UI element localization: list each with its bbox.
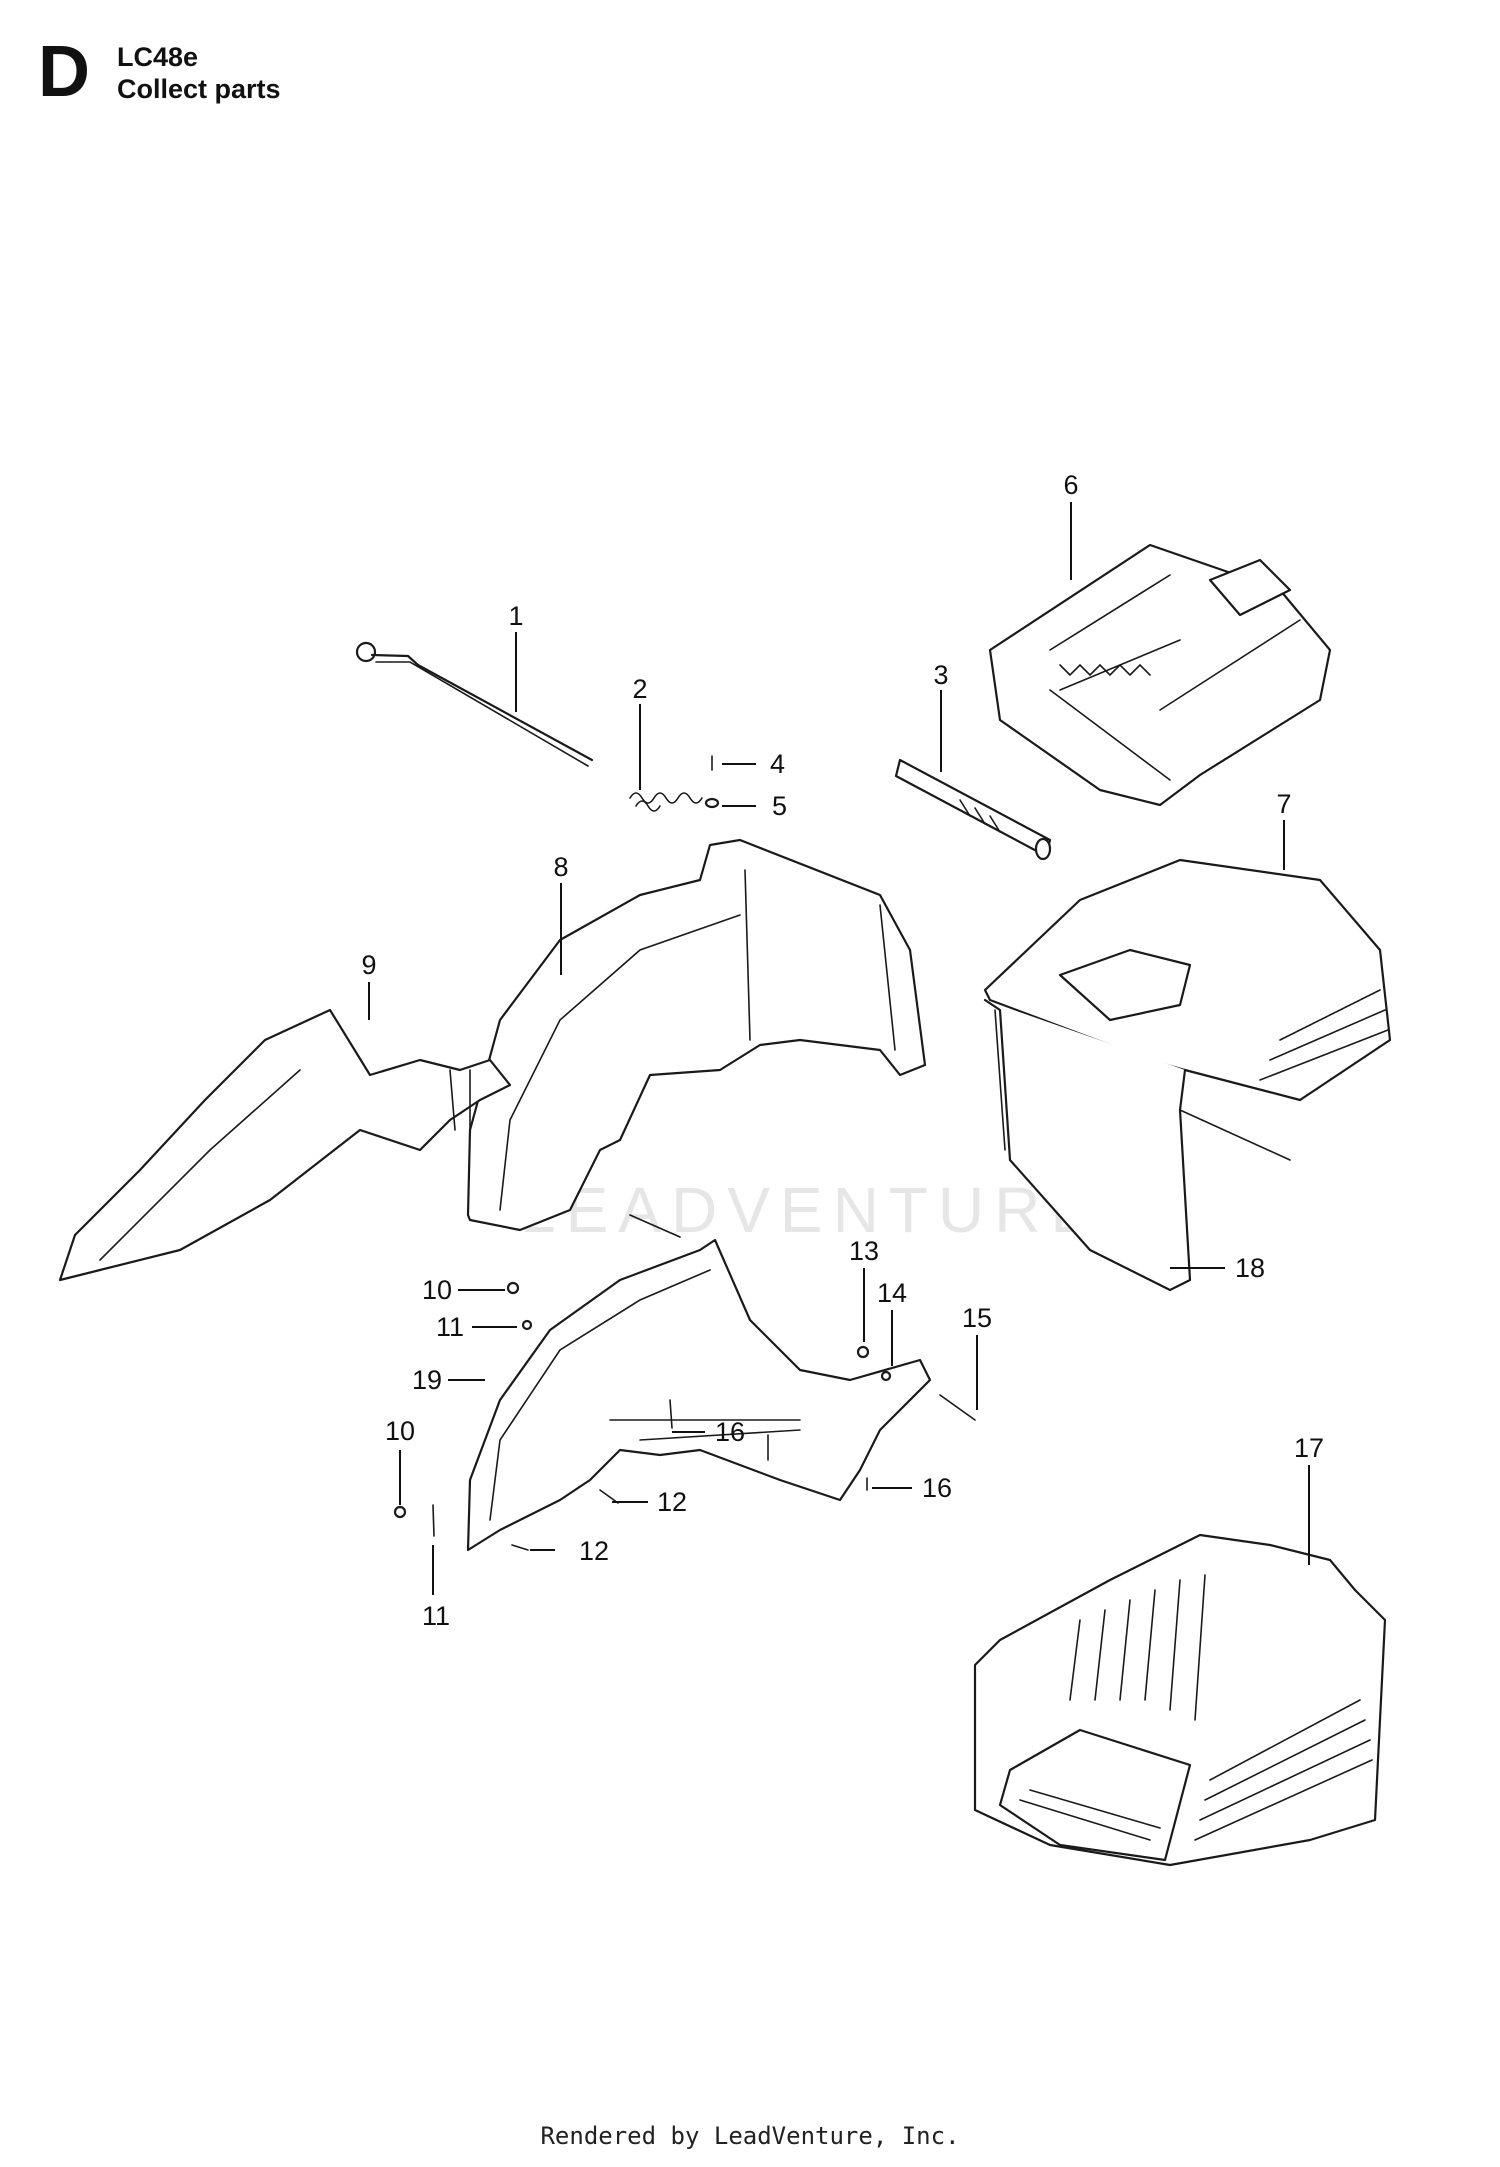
callout-labels: 1 2 3 4 5 6 7 8 9 10 11 19 13 14 15 16 1…: [361, 470, 1324, 1631]
callout-4: 4: [770, 749, 785, 779]
callout-1: 1: [508, 601, 523, 631]
part-17-basket[interactable]: [973, 1533, 1387, 1867]
callout-17: 17: [1294, 1433, 1324, 1463]
callout-14: 14: [877, 1278, 907, 1308]
model-label: LC48e: [117, 42, 199, 72]
part-19-chute-lower[interactable]: [466, 1238, 932, 1552]
part-9-deflector[interactable]: [58, 1008, 512, 1282]
callout-2: 2: [632, 674, 647, 704]
callout-12b: 12: [579, 1536, 609, 1566]
callout-16b: 16: [922, 1473, 952, 1503]
callout-6: 6: [1063, 470, 1078, 500]
callout-5: 5: [772, 791, 787, 821]
callout-13: 13: [849, 1236, 879, 1266]
callout-11b: 11: [422, 1601, 450, 1631]
callout-9: 9: [361, 950, 376, 980]
callout-15: 15: [962, 1303, 992, 1333]
leader-lines: [368, 502, 1310, 1595]
callout-10b: 10: [385, 1416, 415, 1446]
part-1-rod[interactable]: [355, 641, 594, 767]
callout-3: 3: [933, 660, 948, 690]
callout-18: 18: [1235, 1253, 1265, 1283]
callout-10: 10: [422, 1275, 452, 1305]
part-18-frame[interactable]: [983, 998, 1291, 1292]
callout-12a: 12: [657, 1487, 687, 1517]
part-7-cover[interactable]: [983, 858, 1392, 1102]
part-6-lid[interactable]: [988, 543, 1332, 807]
part-2-spring[interactable]: [629, 792, 703, 812]
part-5-washer[interactable]: [704, 797, 720, 809]
callout-16a: 16: [715, 1417, 745, 1447]
watermark-text: LEADVENTURE: [520, 1174, 1103, 1246]
part-8-chute[interactable]: [466, 838, 927, 1232]
diagram-title: Collect parts: [117, 74, 281, 104]
callout-11: 11: [436, 1312, 464, 1342]
part-3-handle[interactable]: [894, 758, 1052, 861]
hardware: [393, 1214, 976, 1551]
footer-credit: Rendered by LeadVenture, Inc.: [540, 2122, 960, 2150]
callout-7: 7: [1276, 789, 1291, 819]
callout-19: 19: [412, 1365, 442, 1395]
section-letter: D: [38, 32, 90, 112]
callout-8: 8: [553, 852, 568, 882]
